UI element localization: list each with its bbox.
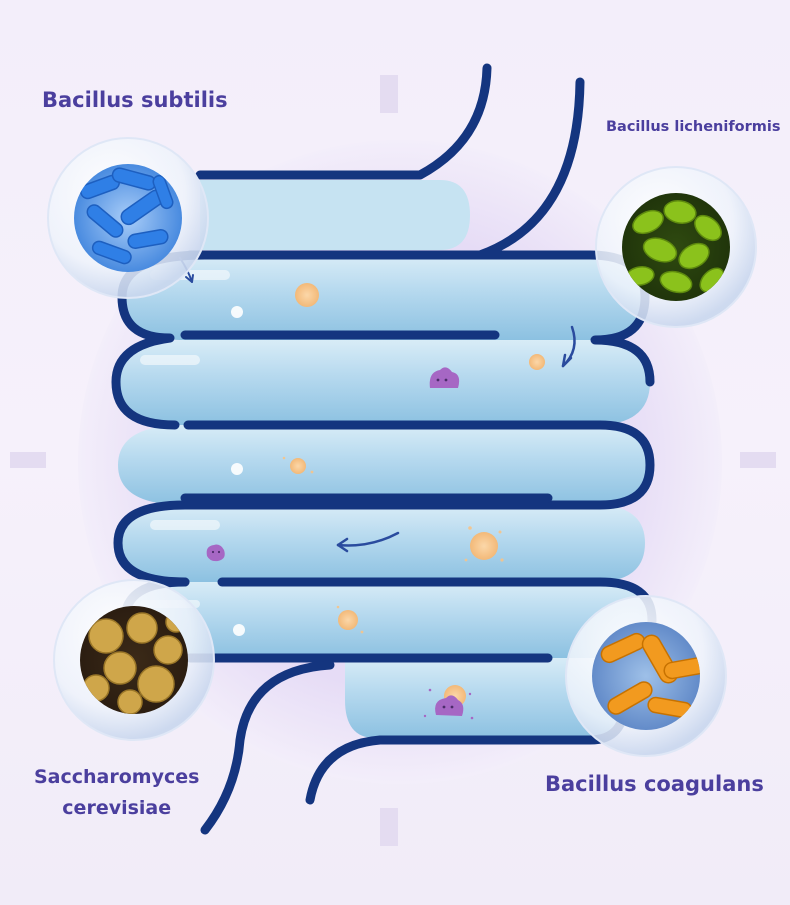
bacillus-licheniformis-label: Bacillus licheniformis <box>606 119 781 135</box>
probiotic-particle-icon <box>290 283 545 707</box>
flow-arrow-icon <box>336 531 400 553</box>
saccharomyces-cerevisiae-label: Saccharomyces cerevisiae <box>34 762 199 824</box>
intestine-tube <box>122 255 645 340</box>
saccharomyces-label-line2: cerevisiae <box>62 797 172 819</box>
bacillus-coagulans-label: Bacillus coagulans <box>545 772 764 796</box>
intestine <box>111 63 657 835</box>
flow-arrow-icon <box>561 325 576 368</box>
background-cross-marks <box>10 75 776 846</box>
pathogen-blob-icon <box>206 367 464 716</box>
bacillus-subtilis-label: Bacillus subtilis <box>42 88 228 112</box>
bacillus-subtilis-bubble <box>47 137 209 299</box>
saccharomyces-label-line1: Saccharomyces <box>34 766 200 788</box>
bacillus-coagulans-bubble <box>565 595 727 757</box>
bacillus-licheniformis-bubble <box>595 166 757 328</box>
saccharomyces-cerevisiae-bubble <box>53 579 215 741</box>
